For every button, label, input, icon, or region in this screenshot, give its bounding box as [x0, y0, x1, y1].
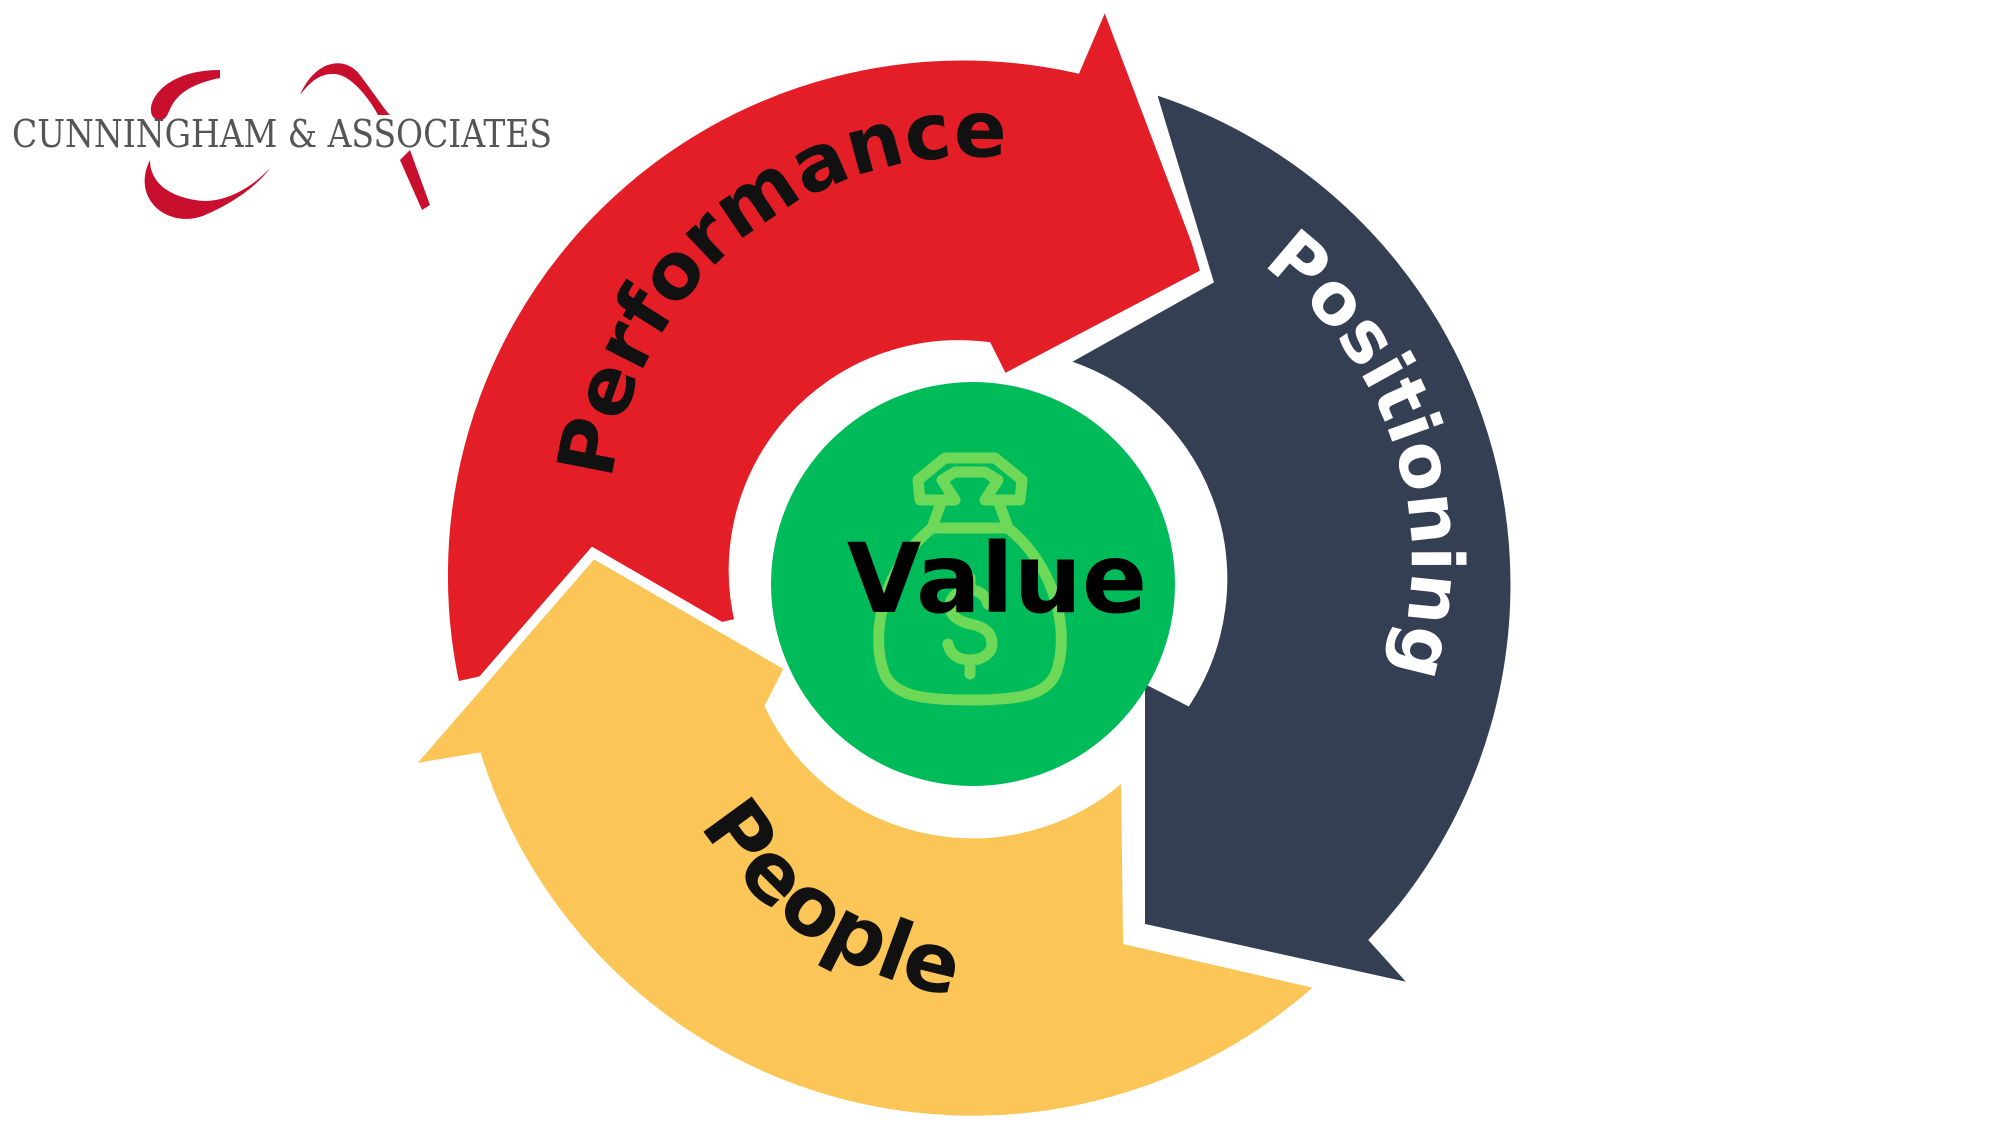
- logo-wordmark: CUNNINGHAM & ASSOCIATES: [12, 112, 552, 156]
- logo-swoosh-left: [144, 70, 270, 219]
- performance-arrow: [437, 0, 1215, 693]
- money-bag-icon: [873, 452, 1067, 706]
- company-logo: CUNNINGHAM & ASSOCIATES: [12, 63, 552, 219]
- people-arrow: [392, 546, 1334, 1125]
- positioning-arrow: [1047, 80, 1521, 999]
- cycle-arrows: [392, 0, 1521, 1125]
- center-value: Value: [771, 382, 1175, 786]
- center-label: Value: [847, 523, 1147, 635]
- logo-swoosh-right: [300, 63, 430, 210]
